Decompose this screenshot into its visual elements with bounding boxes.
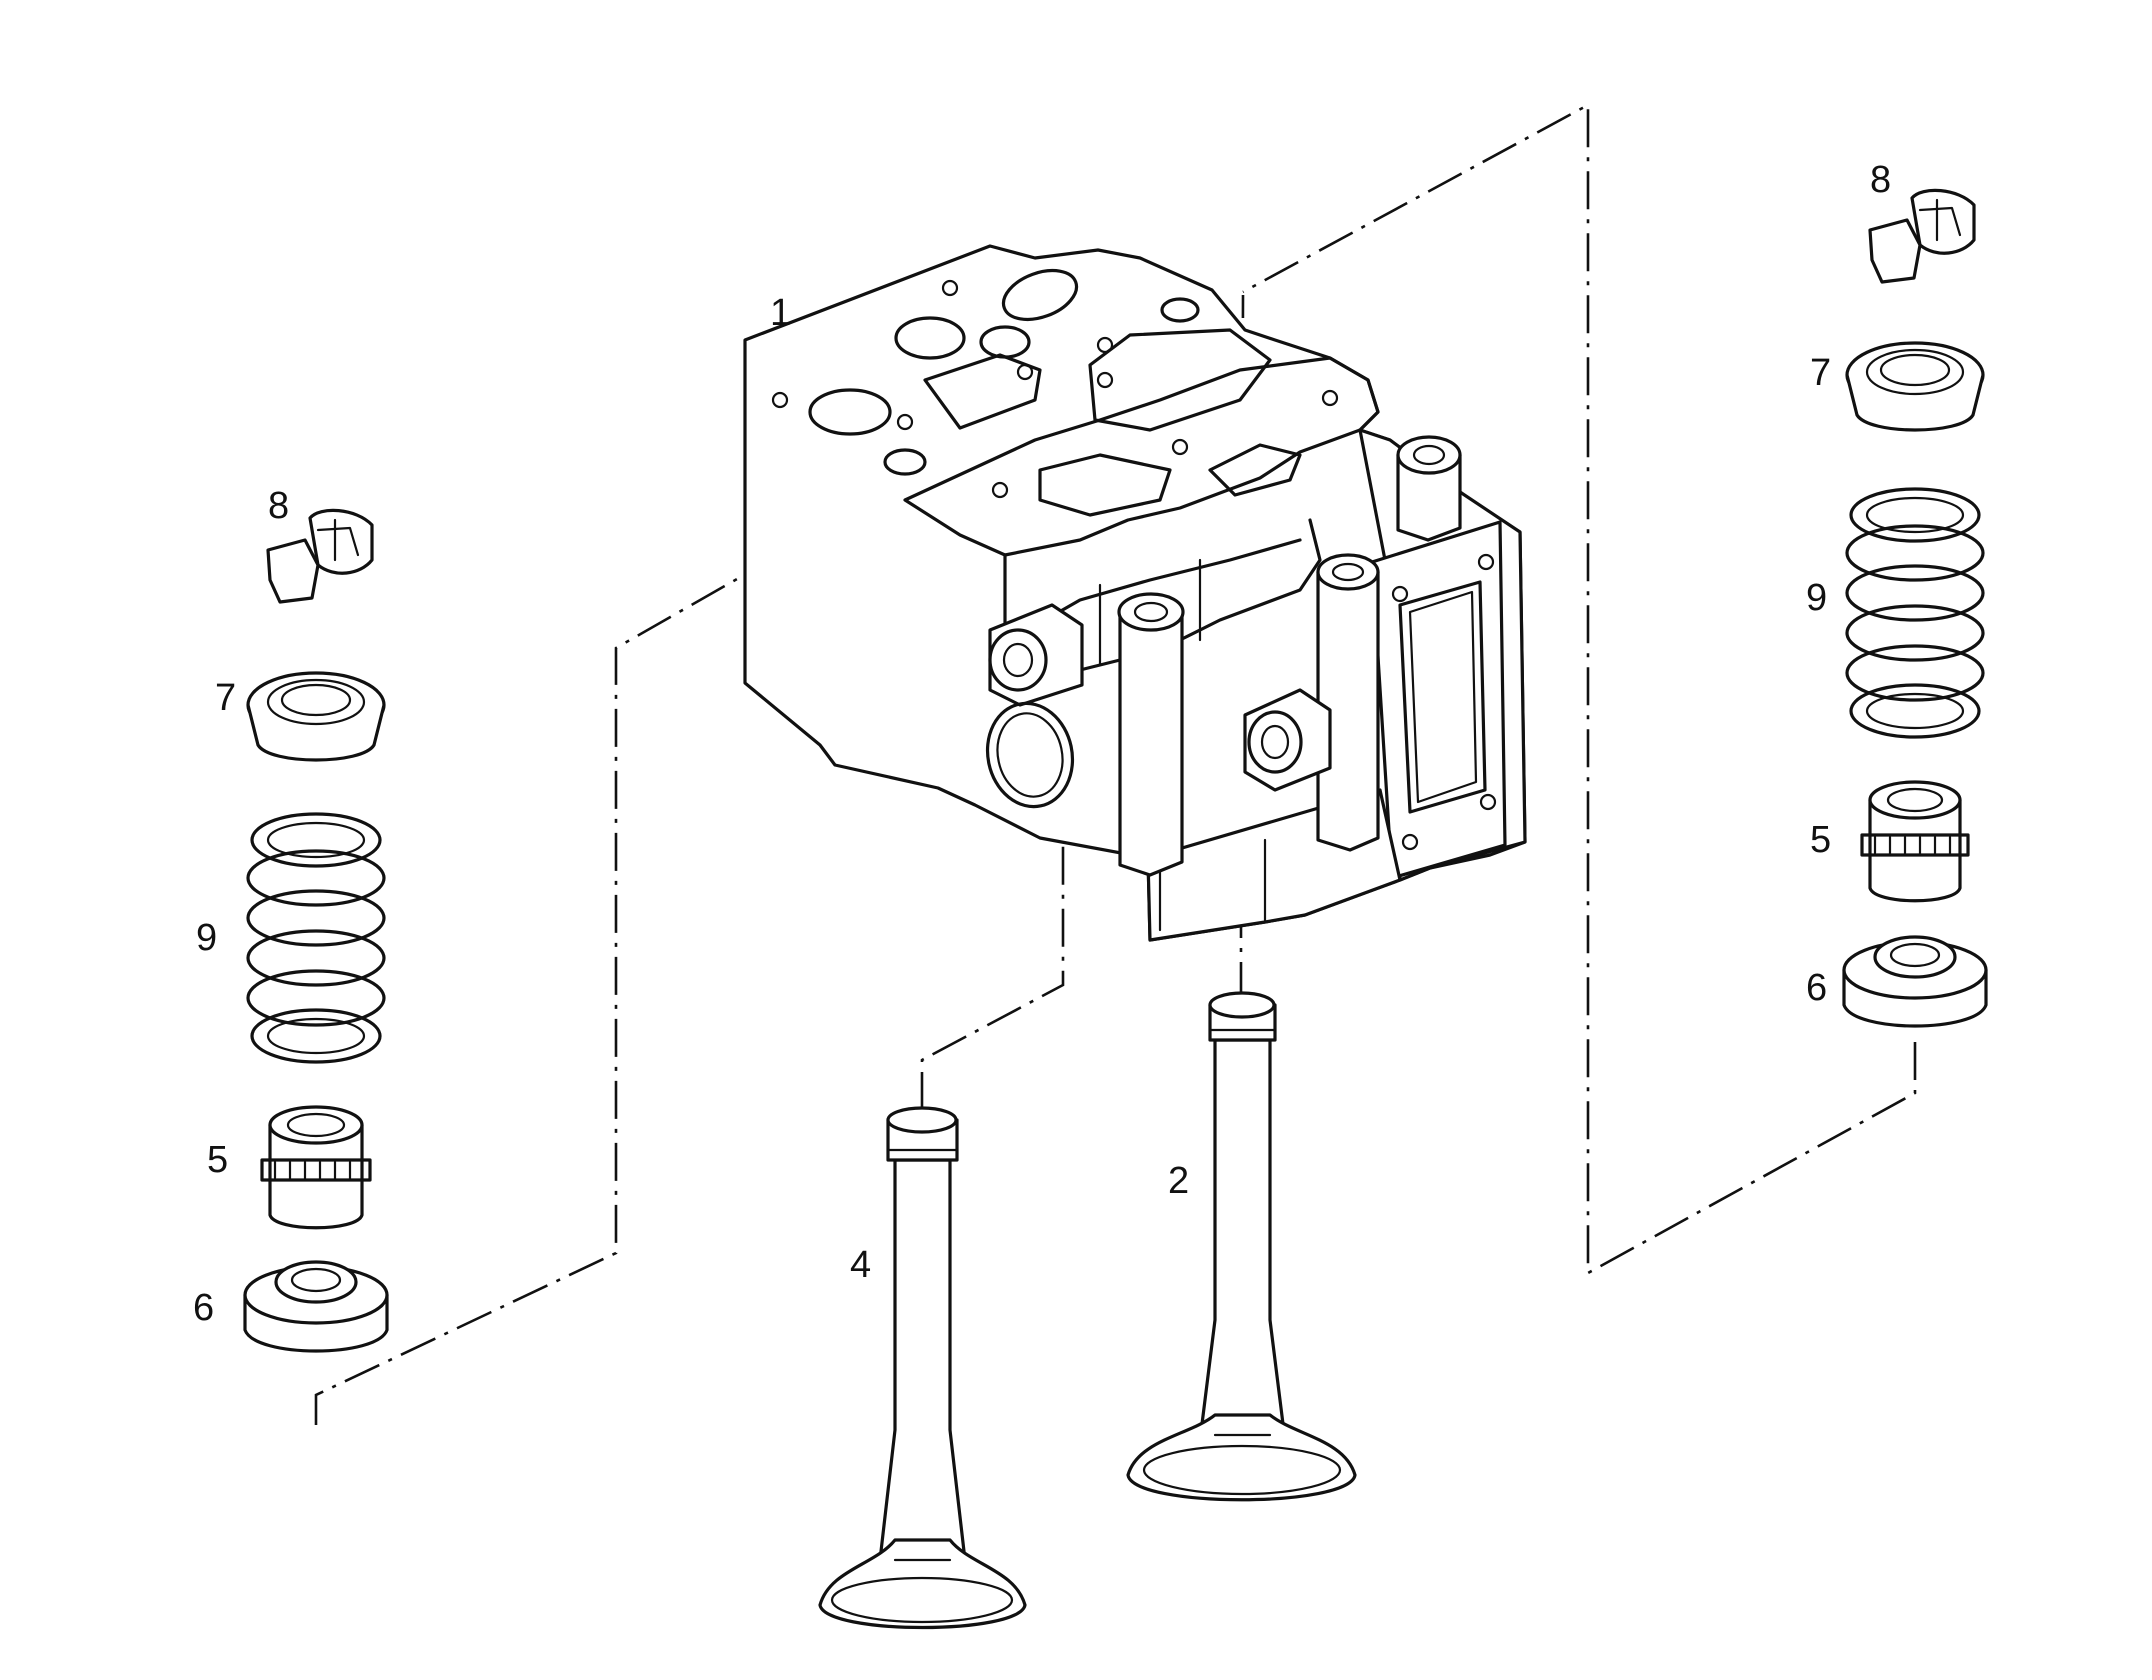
top-deck — [903, 356, 1380, 557]
retainer-right — [1845, 341, 1985, 432]
stud-boss-left — [1118, 610, 1184, 877]
leader-valve-2 — [1239, 294, 1245, 1000]
label-retainer-left: 7 — [215, 677, 236, 719]
part-labels: 1 2 4 8 7 9 5 6 8 7 9 5 6 — [193, 159, 1891, 1329]
exhaust-port-flange — [1370, 520, 1507, 880]
valve-4-head — [818, 1538, 1027, 1630]
label-spring-right: 9 — [1806, 577, 1827, 619]
label-seat-left: 6 — [193, 1287, 214, 1329]
collet-right — [1868, 188, 1976, 284]
label-spring-left: 9 — [196, 917, 217, 959]
leader-right-set — [1242, 102, 1917, 1276]
right-component-stack — [1842, 188, 1988, 1028]
seat-right — [1842, 935, 1988, 1028]
exhaust-port-opening — [1398, 580, 1487, 814]
spring-left — [246, 812, 386, 1064]
seat-left — [243, 1260, 389, 1353]
side-port — [985, 701, 1075, 809]
label-guide-right: 5 — [1810, 819, 1831, 861]
left-component-stack — [243, 508, 389, 1353]
label-valve-2: 2 — [1168, 1160, 1189, 1202]
retainer-left — [246, 671, 386, 762]
guide-left — [260, 1105, 372, 1230]
spring-right — [1845, 487, 1985, 739]
label-collet-right: 8 — [1870, 159, 1891, 201]
valve-4 — [818, 1106, 1027, 1630]
label-guide-left: 5 — [207, 1139, 228, 1181]
guide-right — [1860, 780, 1970, 903]
label-collet-left: 8 — [268, 485, 289, 527]
label-retainer-right: 7 — [1810, 352, 1831, 394]
label-cylinder-head: 1 — [770, 292, 791, 334]
label-seat-right: 6 — [1806, 967, 1827, 1009]
top-face-holes — [771, 268, 1339, 517]
valve-2 — [1126, 991, 1357, 1502]
cylinder-head — [743, 244, 1527, 942]
collet-left — [266, 508, 374, 604]
valve-2-head — [1126, 1413, 1357, 1502]
label-valve-4: 4 — [850, 1244, 871, 1286]
